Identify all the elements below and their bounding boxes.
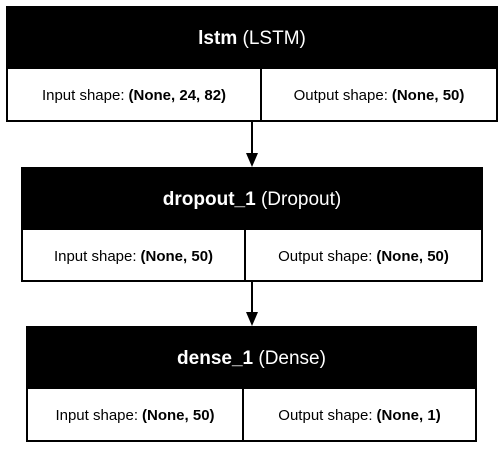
output-shape-cell: Output shape: (None, 50) [244,230,481,280]
input-shape-value: (None, 50) [142,407,215,424]
layer-shapes: Input shape: (None, 50) Output shape: (N… [23,230,481,280]
layer-name: dropout_1 [162,189,256,210]
input-shape-cell: Input shape: (None, 24, 82) [8,69,260,120]
output-shape-label: Output shape: [278,247,373,265]
layer-node-dropout-1: dropout_1 (Dropout) Input shape: (None, … [21,167,483,282]
layer-node-lstm: lstm (LSTM) Input shape: (None, 24, 82) … [6,6,498,122]
output-shape-cell: Output shape: (None, 50) [260,69,496,120]
layer-title: lstm (LSTM) [8,8,496,69]
layer-node-dense-1: dense_1 (Dense) Input shape: (None, 50) … [26,326,477,442]
output-shape-label: Output shape: [278,407,373,424]
layer-name: dense_1 [177,348,254,369]
output-shape-value: (None, 1) [376,407,441,424]
layer-title: dropout_1 (Dropout) [23,169,481,230]
layer-type: (Dropout) [260,189,342,210]
layer-name: lstm [198,28,238,49]
input-shape-label: Input shape: [53,247,137,265]
input-shape-value: (None, 50) [140,247,214,265]
layer-shapes: Input shape: (None, 24, 82) Output shape… [8,69,496,120]
input-shape-cell: Input shape: (None, 50) [28,389,242,440]
input-shape-value: (None, 24, 82) [128,87,227,104]
input-shape-cell: Input shape: (None, 50) [23,230,244,280]
output-shape-cell: Output shape: (None, 1) [242,389,475,440]
output-shape-value: (None, 50) [376,247,449,265]
input-shape-label: Input shape: [55,407,139,424]
arrow-down-icon [246,122,258,167]
layer-type: (Dense) [258,348,326,369]
input-shape-label: Input shape: [41,87,125,104]
layer-title: dense_1 (Dense) [28,328,475,389]
output-shape-value: (None, 50) [391,87,465,104]
output-shape-label: Output shape: [293,87,388,104]
layer-shapes: Input shape: (None, 50) Output shape: (N… [28,389,475,440]
arrow-down-icon [246,282,258,326]
layer-type: (LSTM) [242,28,306,49]
